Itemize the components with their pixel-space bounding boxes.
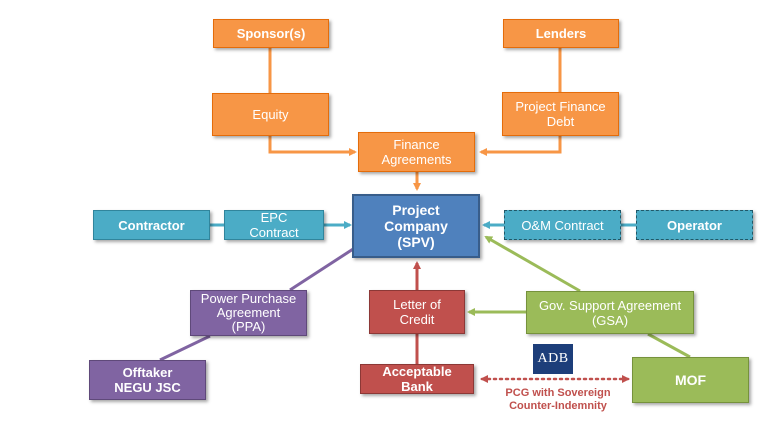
finance-agreements-label: Finance Agreements xyxy=(381,137,452,167)
epc-contract-label: EPC Contract xyxy=(249,210,299,240)
sponsors-label: Sponsor(s) xyxy=(236,26,306,41)
offtaker-box: Offtaker NEGU JSC xyxy=(89,360,206,400)
ppa-label: Power Purchase Agreement (PPA) xyxy=(200,291,297,334)
contractor-label: Contractor xyxy=(118,217,185,233)
connector-debt-finance xyxy=(479,136,562,156)
letter-of-credit-label: Letter of Credit xyxy=(393,297,441,327)
adb-logo: ADB xyxy=(533,344,573,374)
adb-logo-text: ADB xyxy=(537,351,569,366)
letter-of-credit-box: Letter of Credit xyxy=(369,290,465,334)
connector-mof-gsa xyxy=(647,332,691,359)
connector-gsa-spv xyxy=(484,235,581,293)
ppa-box: Power Purchase Agreement (PPA) xyxy=(190,290,307,336)
om-contract-box: O&M Contract xyxy=(504,210,621,240)
contractor-box: Contractor xyxy=(93,210,210,240)
acceptable-bank-label: Acceptable Bank xyxy=(382,364,452,394)
equity-box: Equity xyxy=(212,93,329,136)
connector-equity-finance xyxy=(268,136,357,156)
connector-offtaker-ppa xyxy=(159,334,211,362)
finance-agreements-box: Finance Agreements xyxy=(358,132,475,172)
pcg-label: PCG with Sovereign Counter-Indemnity xyxy=(505,387,611,412)
om-contract-label: O&M Contract xyxy=(521,217,604,233)
sponsors-box: Sponsor(s) xyxy=(213,19,329,48)
gsa-box: Gov. Support Agreement (GSA) xyxy=(526,291,694,334)
acceptable-bank-box: Acceptable Bank xyxy=(360,364,474,394)
gsa-label: Gov. Support Agreement (GSA) xyxy=(538,297,682,328)
project-finance-debt-label: Project Finance Debt xyxy=(515,99,606,129)
mof-label: MOF xyxy=(674,371,707,388)
operator-label: Operator xyxy=(667,217,722,233)
lenders-box: Lenders xyxy=(503,19,619,48)
operator-box: Operator xyxy=(636,210,753,240)
offtaker-label: Offtaker NEGU JSC xyxy=(114,365,181,395)
equity-label: Equity xyxy=(252,107,289,122)
project-company-label: Project Company (SPV) xyxy=(384,202,448,250)
project-finance-debt-box: Project Finance Debt xyxy=(502,92,619,136)
mof-box: MOF xyxy=(632,357,749,403)
lenders-label: Lenders xyxy=(535,26,587,41)
project-company-box: Project Company (SPV) xyxy=(352,194,480,258)
epc-contract-box: EPC Contract xyxy=(224,210,324,240)
